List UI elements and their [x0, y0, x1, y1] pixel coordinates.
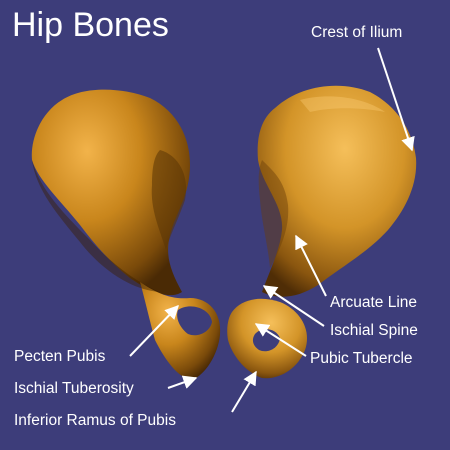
left-obturator-foramen: [177, 306, 212, 336]
label-pecten-pubis: Pecten Pubis: [14, 348, 106, 365]
arrow-ischial-spine: [262, 285, 325, 327]
left-auricular-shadow: [151, 150, 187, 250]
arrow-inferior-ramus-of-pubis: [231, 370, 257, 413]
arrow-pubic-tubercle: [254, 323, 307, 357]
label-crest-of-ilium: Crest of Ilium: [311, 24, 403, 41]
right-auricular-shadow: [258, 160, 289, 268]
label-ischial-tuberosity: Ischial Tuberosity: [14, 380, 134, 397]
label-pubic-tubercle: Pubic Tubercle: [310, 350, 413, 367]
left-hip-bone: [31, 89, 221, 380]
pointer-arrows: [129, 47, 415, 413]
left-ischium-pubis: [140, 282, 221, 380]
label-inferior-ramus-of-pubis: Inferior Ramus of Pubis: [14, 412, 176, 429]
label-ischial-spine: Ischial Spine: [330, 322, 418, 339]
left-ilium: [31, 89, 190, 296]
diagram-title: Hip Bones: [12, 6, 169, 44]
arrow-arcuate-line: [295, 234, 327, 297]
right-crest-highlight: [300, 96, 385, 112]
arrow-ischial-tuberosity: [167, 375, 198, 389]
arrow-pecten-pubis: [129, 304, 179, 357]
label-arcuate-line: Arcuate Line: [330, 294, 418, 311]
arrow-crest-of-ilium: [377, 47, 415, 152]
